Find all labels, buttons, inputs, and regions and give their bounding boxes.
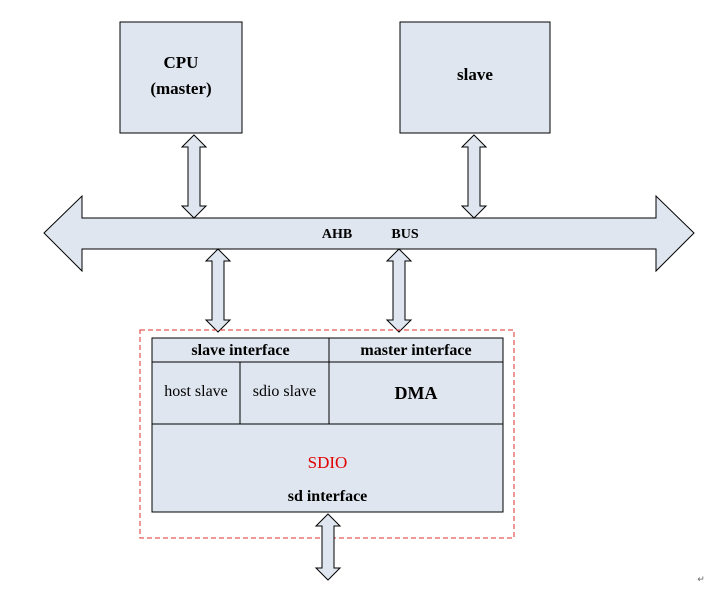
host-slave-label: host slave <box>164 383 228 400</box>
cpu-bus-arrow <box>180 134 208 219</box>
cpu-label: CPU <box>163 53 199 72</box>
sdio-core-label: SDIO <box>307 453 348 472</box>
slave-box <box>399 21 551 134</box>
sd-interface-arrow <box>314 513 342 581</box>
master-interface-label: master interface <box>360 342 472 359</box>
return-mark: ↵ <box>697 575 705 585</box>
bus-master-interface-arrow <box>385 248 413 333</box>
ahb-bus-arrow <box>43 194 695 273</box>
bus-label-ahb: AHB <box>321 227 353 242</box>
sdio-slave-label: sdio slave <box>252 383 317 400</box>
bus-slave-interface-arrow <box>204 248 232 333</box>
cpu-box <box>119 21 243 134</box>
slave-bus-arrow <box>460 134 488 219</box>
bus-label-bus: BUS <box>391 227 419 242</box>
cpu-master-label: (master) <box>150 79 212 98</box>
sd-interface-label: sd interface <box>287 488 368 505</box>
slave-interface-label: slave interface <box>191 342 290 359</box>
sdio-block <box>151 337 504 513</box>
slave-label: slave <box>457 65 493 84</box>
dma-label: DMA <box>394 382 438 403</box>
